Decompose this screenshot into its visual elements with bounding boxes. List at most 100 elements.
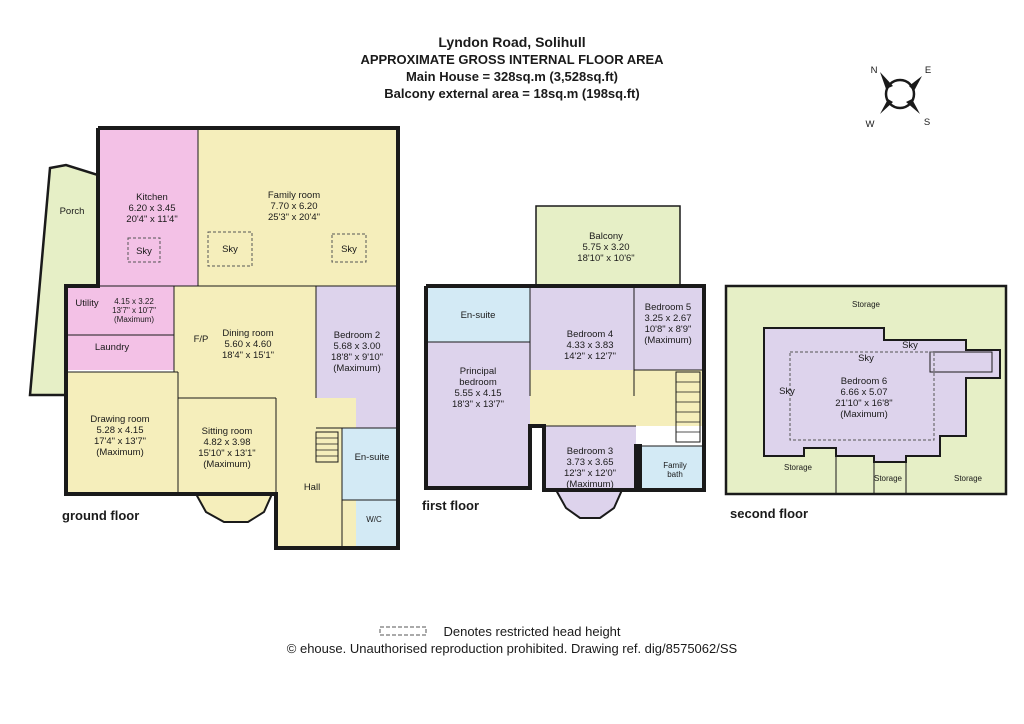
sitting-room-imperial: 15'10" x 13'1" [198, 448, 255, 459]
bedroom-5-imperial: 10'8" x 8'9" [645, 324, 692, 335]
restricted-legend-symbol [379, 626, 427, 636]
ground-ensuite-area [342, 428, 398, 500]
balcony-area: Balcony external area = 18sq.m (198sq.ft… [384, 86, 640, 101]
fireplace-label: F/P [194, 334, 209, 345]
bedroom-2-metric: 5.68 x 3.00 [333, 341, 380, 352]
bedroom-6-area [763, 327, 1001, 463]
principal-bedroom-label-2: bedroom [459, 377, 497, 388]
sky-box-kitchen [127, 237, 161, 263]
family-room-metric: 7.70 x 6.20 [270, 201, 317, 212]
hall-label: Hall [304, 482, 320, 493]
bedroom-3-area [544, 426, 636, 490]
storage-label-top: Storage [852, 300, 881, 309]
bedroom-5-label: Bedroom 5 [645, 302, 691, 313]
dining-room-imperial: 18'4" x 15'1" [222, 350, 274, 361]
balcony-metric: 5.75 x 3.20 [582, 242, 629, 253]
compass-w: W [866, 119, 875, 130]
plan-header: Lyndon Road, Solihull APPROXIMATE GROSS … [0, 34, 1024, 102]
kitchen-imperial: 20'4" x 11'4" [126, 214, 177, 225]
second-restricted-area [789, 351, 935, 441]
utility-imperial: 13'7" x 10'7" [112, 306, 156, 315]
first-floor-plan: Balcony 5.75 x 3.20 18'10" x 10'6" En-su… [424, 205, 706, 519]
bedroom-4-label: Bedroom 4 [567, 329, 613, 340]
dining-room-metric: 5.60 x 4.60 [224, 339, 271, 350]
second-sky-label-2: Sky [858, 353, 874, 364]
bedroom-6-imperial: 21'10" x 16'8" [835, 398, 892, 409]
bedroom-5-area [634, 286, 704, 370]
second-sky-label-1: Sky [779, 386, 795, 397]
storage-label-right: Storage [954, 474, 983, 483]
dining-room-label: Dining room [222, 328, 273, 339]
principal-bedroom-metric: 5.55 x 4.15 [454, 388, 501, 399]
principal-bedroom-area [426, 342, 530, 488]
second-floor-label: second floor [730, 506, 809, 521]
ground-floor-plan: Porch Kitchen 6.20 x 3.45 20'4" x 11'4" … [28, 126, 400, 550]
compass-icon: N E S W [866, 65, 932, 130]
sitting-room-area [178, 398, 276, 494]
bedroom-6-metric: 6.66 x 5.07 [840, 387, 887, 398]
bedroom-6-label: Bedroom 6 [841, 376, 887, 387]
plan-subtitle: APPROXIMATE GROSS INTERNAL FLOOR AREA [360, 52, 664, 67]
family-room-label: Family room [268, 190, 320, 201]
first-stairs [675, 371, 701, 443]
copyright-note: © ehouse. Unauthorised reproduction proh… [286, 641, 738, 656]
utility-area [66, 286, 174, 370]
bedroom-3-bay [554, 489, 624, 519]
compass-e: E [925, 65, 931, 76]
porch-label: Porch [60, 206, 85, 217]
dining-room-area [174, 286, 316, 398]
bedroom-5-maximum: (Maximum) [644, 335, 692, 346]
sitting-room-maximum: (Maximum) [203, 459, 251, 470]
sky-box-family-2 [331, 233, 367, 263]
kitchen-metric: 6.20 x 3.45 [128, 203, 175, 214]
compass-n: N [871, 65, 878, 76]
second-floor-plan: Storage Storage Storage Storage Sky Sky … [724, 284, 1008, 496]
balcony-label: Balcony [589, 231, 623, 242]
family-room-area [198, 128, 398, 286]
ground-ensuite-label: En-suite [355, 452, 390, 463]
main-house-area: Main House = 328sq.m (3,528sq.ft) [405, 69, 619, 84]
bedroom-6-maximum: (Maximum) [840, 409, 888, 420]
drawing-room-metric: 5.28 x 4.15 [96, 425, 143, 436]
first-landing-area [530, 370, 704, 426]
kitchen-label: Kitchen [136, 192, 168, 203]
balcony-imperial: 18'10" x 10'6" [577, 253, 634, 264]
first-ensuite-area [426, 286, 530, 342]
bedroom-3-imperial: 12'3" x 12'0" [564, 468, 616, 479]
first-ensuite-label: En-suite [461, 310, 496, 321]
sitting-room-metric: 4.82 x 3.98 [203, 437, 250, 448]
drawing-room-label: Drawing room [90, 414, 149, 425]
sky-box-family-1 [207, 231, 253, 267]
bedroom-3-label: Bedroom 3 [567, 446, 613, 457]
bedroom-2-label: Bedroom 2 [334, 330, 380, 341]
compass-s: S [924, 117, 930, 128]
drawing-room-maximum: (Maximum) [96, 447, 144, 458]
utility-maximum: (Maximum) [114, 315, 154, 324]
ground-floor-label: ground floor [62, 508, 140, 523]
bedroom-3-metric: 3.73 x 3.65 [566, 457, 613, 468]
bedroom-4-imperial: 14'2" x 12'7" [564, 351, 616, 362]
bedroom-5-metric: 3.25 x 2.67 [644, 313, 691, 324]
utility-metric: 4.15 x 3.22 [114, 297, 154, 306]
family-bath-label-1: Family [663, 461, 687, 470]
plan-title: Lyndon Road, Solihull [438, 34, 586, 50]
ground-stairs [315, 431, 339, 463]
kitchen-sky-label: Sky [136, 246, 152, 257]
restricted-legend: Denotes restricted head height [443, 624, 621, 639]
bedroom-2-imperial: 18'8" x 9'10" [331, 352, 383, 363]
bedroom-4-metric: 4.33 x 3.83 [566, 340, 613, 351]
kitchen-area [98, 128, 198, 286]
bedroom-2-maximum: (Maximum) [333, 363, 381, 374]
principal-bedroom-imperial: 18'3" x 13'7" [452, 399, 504, 410]
drawing-room-imperial: 17'4" x 13'7" [94, 436, 146, 447]
second-sky-label-3: Sky [902, 340, 918, 351]
wc-label: W/C [366, 515, 382, 524]
family-room-imperial: 25'3" x 20'4" [268, 212, 320, 223]
wc-area [356, 500, 398, 548]
family-sky-label-2: Sky [341, 244, 357, 255]
utility-label: Utility [75, 298, 98, 309]
bedroom-3-maximum: (Maximum) [566, 479, 614, 490]
storage-label-left: Storage [784, 463, 813, 472]
laundry-label: Laundry [95, 342, 130, 353]
